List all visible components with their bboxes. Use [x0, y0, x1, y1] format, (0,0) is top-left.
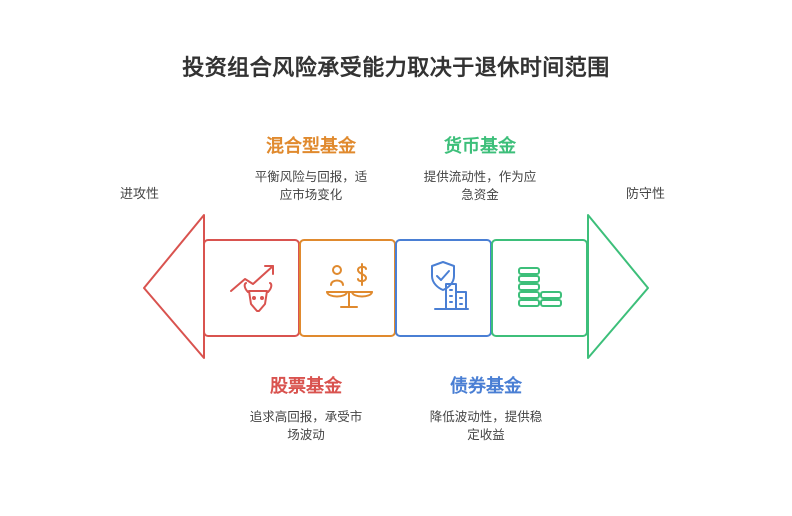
bond-fund-desc: 降低波动性，提供稳 定收益 [411, 408, 561, 444]
money-fund-desc: 提供流动性，作为应 急资金 [405, 168, 555, 204]
balance-scale-icon [326, 263, 373, 308]
money-fund-desc-line2: 急资金 [461, 187, 499, 202]
stock-fund-desc-line2: 场波动 [287, 427, 325, 442]
right-arrow-head [587, 214, 649, 359]
stock-fund-box [203, 239, 300, 337]
bond-fund-desc-line2: 定收益 [467, 427, 505, 442]
stock-fund-desc: 追求高回报，承受市 场波动 [231, 408, 381, 444]
hybrid-fund-desc-line1: 平衡风险与回报，适 [254, 169, 368, 184]
bond-fund-desc-line1: 降低波动性，提供稳 [429, 409, 543, 424]
money-fund-desc-line1: 提供流动性，作为应 [423, 169, 537, 184]
coin-stack-icon [518, 267, 562, 307]
defensive-label: 防守性 [626, 187, 666, 202]
hybrid-fund-desc: 平衡风险与回报，适 应市场变化 [236, 168, 386, 204]
money-fund-title: 货币基金 [444, 136, 516, 157]
shield-building-icon [431, 261, 469, 310]
aggressive-label: 进攻性 [120, 187, 160, 202]
stock-fund-title: 股票基金 [270, 376, 342, 397]
stock-fund-desc-line1: 追求高回报，承受市 [249, 409, 363, 424]
hybrid-fund-title: 混合型基金 [266, 136, 356, 157]
left-arrow-head [143, 214, 205, 359]
hybrid-fund-box [299, 239, 396, 337]
bull-market-icon [230, 265, 274, 312]
bond-fund-box [395, 239, 492, 337]
diagram-title: 投资组合风险承受能力取决于退休时间范围 [182, 56, 610, 81]
hybrid-fund-desc-line2: 应市场变化 [279, 187, 343, 202]
bond-fund-title: 债券基金 [450, 376, 522, 397]
